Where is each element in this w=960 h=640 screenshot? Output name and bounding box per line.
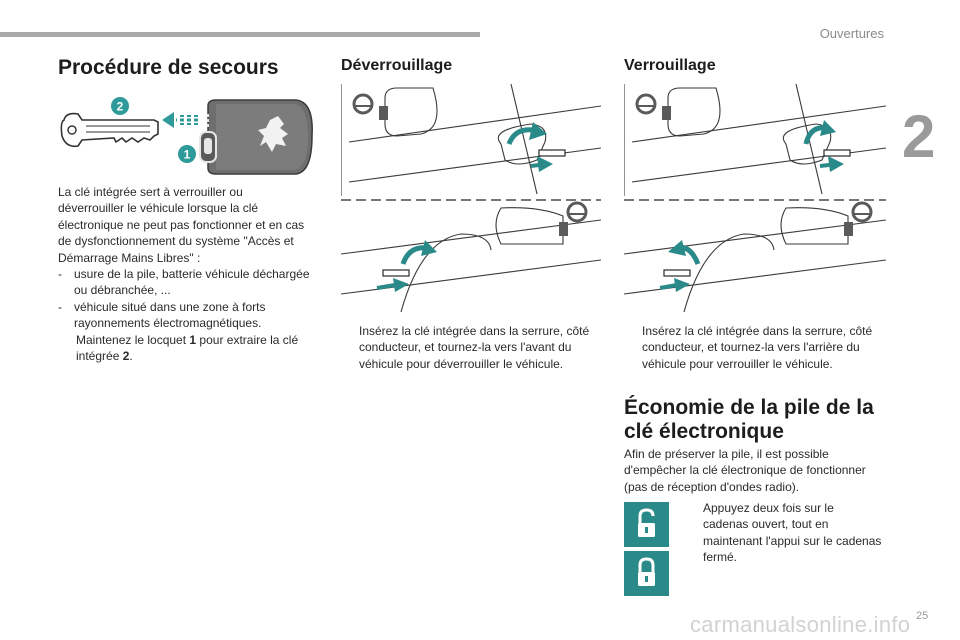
battery-saving-step: Appuyez deux fois sur le cadenas ouvert,… xyxy=(685,500,890,566)
dash-bullet: - xyxy=(58,299,62,314)
locking-step: Insérez la clé intégrée dans la serrure,… xyxy=(624,323,888,372)
dash-bullet: - xyxy=(58,267,62,282)
watermark: carmanualsonline.info xyxy=(690,612,911,637)
list-item: - véhicule situé dans une zone à forts r… xyxy=(58,299,266,331)
lock-button-tile xyxy=(624,551,669,596)
checkbox-icon xyxy=(58,332,76,365)
checkbox-icon xyxy=(624,323,642,372)
key-fob-illustration: 2 1 xyxy=(60,97,313,175)
intro-line: La clé intégrée sert à verrouiller ou xyxy=(58,185,243,199)
step-item: Maintenez le locquet 1 pour extraire la … xyxy=(58,332,326,365)
battery-saving-title: Économie de la pile de la clé électroniq… xyxy=(624,396,874,443)
unlock-button-tile xyxy=(624,502,669,547)
chapter-number: 2 xyxy=(902,103,936,170)
padlock-closed-icon xyxy=(638,557,655,586)
step-item: Appuyez deux fois sur le cadenas ouvert,… xyxy=(685,500,890,566)
intro-line: Démarrage Mains Libres" : xyxy=(58,250,201,265)
unlocking-step: Insérez la clé intégrée dans la serrure,… xyxy=(341,323,603,372)
intro-line: électronique ne peut pas fonctionner et … xyxy=(58,217,305,232)
page-title: Procédure de secours xyxy=(58,56,279,79)
locking-title: Verrouillage xyxy=(624,57,716,74)
battery-saving-intro: Afin de préserver la pile, il est possib… xyxy=(624,447,866,494)
intro-text: La clé intégrée sert à verrouiller ou dé… xyxy=(58,184,326,364)
section-label: Ouvertures xyxy=(819,26,884,41)
locking-illustration xyxy=(624,84,886,312)
step-item: Insérez la clé intégrée dans la serrure,… xyxy=(341,323,603,372)
callout-2-label: 2 xyxy=(117,100,124,114)
checkbox-icon xyxy=(341,323,359,372)
padlock-open-icon xyxy=(638,508,655,537)
checkbox-icon xyxy=(685,500,703,566)
unlocking-illustration xyxy=(341,84,601,312)
list-item: - usure de la pile, batterie véhicule dé… xyxy=(58,267,310,298)
step-item: Insérez la clé intégrée dans la serrure,… xyxy=(624,323,888,372)
header-bar xyxy=(0,32,480,37)
unlocking-title: Déverrouillage xyxy=(341,57,453,74)
callout-1-label: 1 xyxy=(184,148,191,162)
page-number: 25 xyxy=(916,610,929,622)
intro-line: déverrouiller le véhicule lorsque la clé xyxy=(58,201,259,216)
intro-line: de dysfonctionnement du système "Accès e… xyxy=(58,234,294,249)
